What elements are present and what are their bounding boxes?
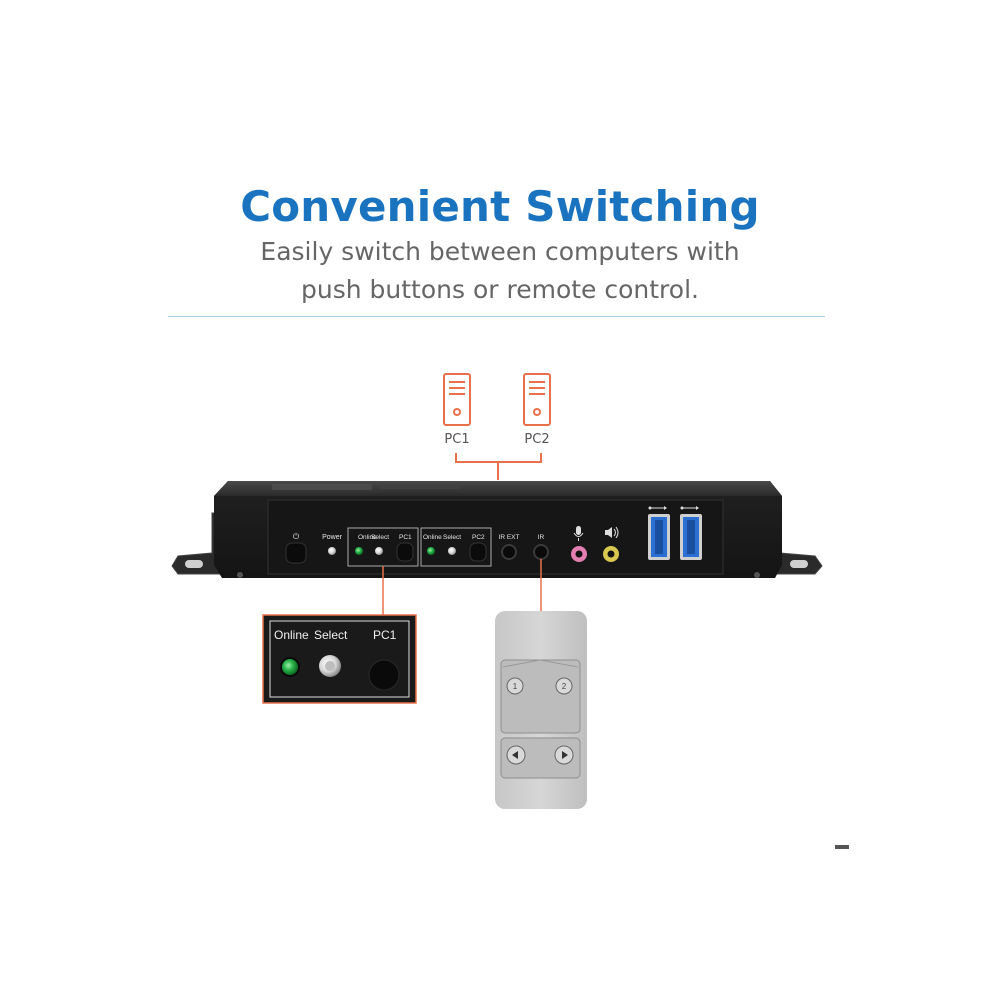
select-label-2: Select xyxy=(443,534,461,541)
zoom-pc1-button[interactable] xyxy=(368,659,400,691)
svg-text:1: 1 xyxy=(513,682,518,691)
select-led-1 xyxy=(375,547,383,555)
online-led-1 xyxy=(355,547,363,555)
pc1-select-button[interactable] xyxy=(396,542,414,562)
page-subtitle: Easily switch between computers with pus… xyxy=(200,233,800,309)
pc2-select-button[interactable] xyxy=(469,542,487,562)
usb-port-1[interactable] xyxy=(648,514,670,560)
zoom-online-label: Online xyxy=(274,628,309,642)
usb-port-2[interactable] xyxy=(680,514,702,560)
subtitle-line-1: Easily switch between computers with xyxy=(260,237,740,266)
zoom-online-led xyxy=(282,659,298,675)
pc-connection-bracket xyxy=(455,453,542,480)
corner-mark xyxy=(835,845,849,849)
zoom-inset: Online Select PC1 xyxy=(262,614,417,704)
pc1-label: PC1 xyxy=(444,432,470,447)
online-label-2: Online xyxy=(423,534,442,541)
online-label-1: Online xyxy=(358,534,377,541)
remote-control: 1 2 xyxy=(495,611,587,809)
speaker-icon xyxy=(605,526,619,539)
select-led-2 xyxy=(448,547,456,555)
computer-tower-icon xyxy=(523,373,551,426)
power-label: Power xyxy=(322,534,343,541)
ir-ext-jack[interactable] xyxy=(501,544,517,560)
power-icon: ⏻ xyxy=(293,532,300,541)
power-button[interactable]: ⏻ xyxy=(285,532,307,564)
ir-label: IR xyxy=(538,534,545,541)
pc1-button-label: PC1 xyxy=(399,534,412,541)
usb-icon xyxy=(648,506,667,510)
microphone-icon xyxy=(573,526,584,541)
pc2-label: PC2 xyxy=(524,432,550,447)
svg-text:2: 2 xyxy=(562,682,567,691)
power-led xyxy=(328,547,336,555)
kvm-switch-body xyxy=(214,481,782,578)
ir-receiver xyxy=(533,544,549,560)
pc2-control-group: Online Select PC2 xyxy=(420,527,492,567)
online-led-2 xyxy=(427,547,435,555)
page-title: Convenient Switching xyxy=(240,182,760,231)
remote-button-2[interactable]: 2 xyxy=(555,677,573,695)
usb-icon xyxy=(680,506,699,510)
subtitle-line-2: push buttons or remote control. xyxy=(301,275,699,304)
ir-ext-label: IR EXT xyxy=(499,534,520,541)
zoom-pc1-label: PC1 xyxy=(373,628,397,642)
computer-tower-icon xyxy=(443,373,471,426)
right-arrow-icon[interactable] xyxy=(554,745,574,765)
remote-button-1[interactable]: 1 xyxy=(506,677,524,695)
pc1-control-group: Online Select PC1 xyxy=(347,527,419,567)
left-arrow-icon[interactable] xyxy=(506,745,526,765)
pc2-button-label: PC2 xyxy=(472,534,485,541)
header-divider xyxy=(168,316,825,317)
select-label-1: Select xyxy=(371,534,389,541)
zoom-select-label: Select xyxy=(314,628,348,642)
